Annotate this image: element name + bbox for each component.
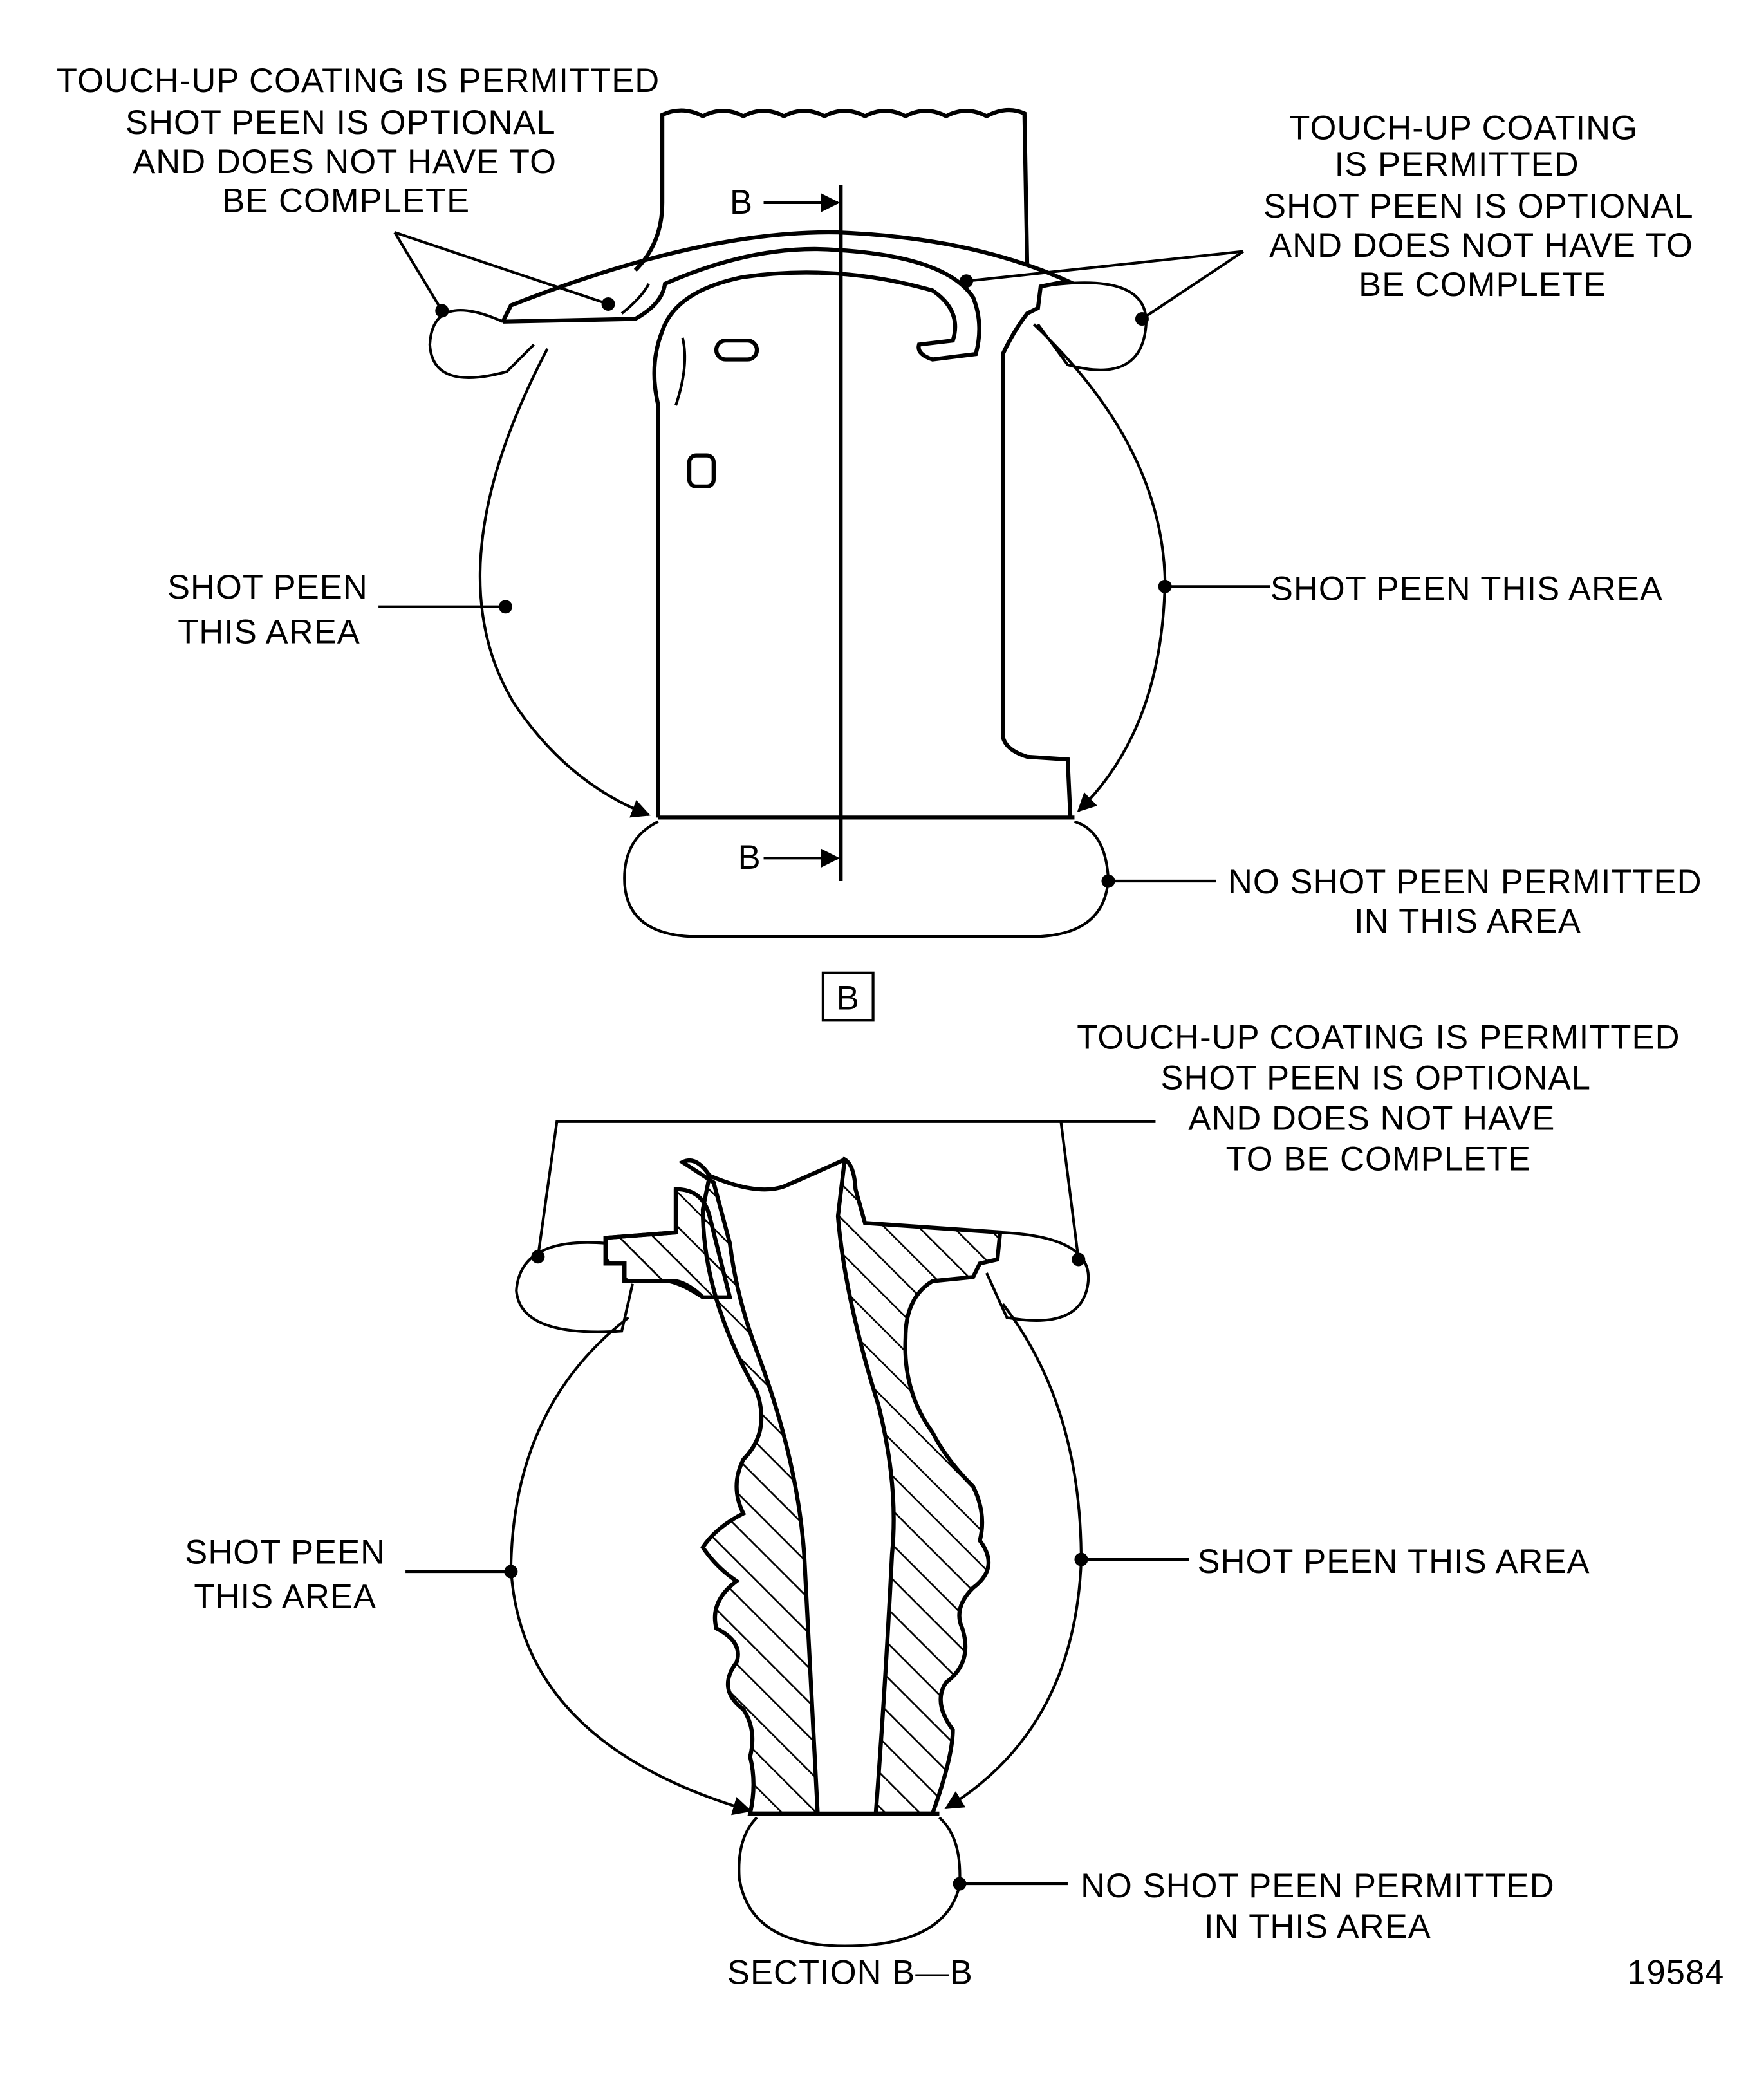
view-b-top-right-note: TOUCH-UP COATING IS PERMITTED SHOT PEEN … [1263, 109, 1694, 304]
right-optional-zone [1037, 281, 1148, 371]
svg-text:IN THIS AREA: IN THIS AREA [1204, 1908, 1431, 1946]
view-b-right-note: SHOT PEEN THIS AREA [1270, 570, 1663, 608]
right-wall-section [835, 1156, 1003, 1816]
svg-text:TOUCH-UP COATING IS PERMITTED: TOUCH-UP COATING IS PERMITTED [57, 62, 660, 100]
section-bb-bottom-note: NO SHOT PEEN PERMITTED IN THIS AREA [1081, 1867, 1555, 1946]
left-optional-zone [515, 1241, 634, 1333]
no-peen-zone [623, 820, 1110, 938]
svg-text:AND DOES NOT HAVE TO: AND DOES NOT HAVE TO [1269, 227, 1693, 265]
svg-text:BE COMPLETE: BE COMPLETE [1359, 266, 1606, 304]
figure-number: 19584 [1627, 1953, 1724, 1991]
right-peen-zone [1033, 323, 1167, 812]
view-label-box [821, 971, 875, 1022]
svg-text:THIS AREA: THIS AREA [194, 1578, 376, 1616]
svg-text:SHOT PEEN IS OPTIONAL: SHOT PEEN IS OPTIONAL [126, 104, 556, 142]
svg-text:NO SHOT PEEN PERMITTED: NO SHOT PEEN PERMITTED [1081, 1867, 1555, 1905]
right-optional-zone [985, 1231, 1090, 1323]
section-marker-top: B [730, 183, 753, 221]
slot-hole [714, 338, 759, 362]
svg-text:TOUCH-UP COATING IS PERMITTED: TOUCH-UP COATING IS PERMITTED [1077, 1018, 1680, 1056]
svg-text:IS PERMITTED: IS PERMITTED [1335, 145, 1579, 183]
svg-text:THIS AREA: THIS AREA [178, 613, 360, 651]
section-bb-right-note: SHOT PEEN THIS AREA [1198, 1543, 1590, 1581]
svg-text:SHOT PEEN: SHOT PEEN [185, 1533, 386, 1571]
left-peen-zone [478, 348, 651, 818]
svg-text:TOUCH-UP COATING: TOUCH-UP COATING [1289, 109, 1638, 147]
section-bb-drawing [405, 1120, 1189, 1947]
svg-text:SHOT PEEN IS OPTIONAL: SHOT PEEN IS OPTIONAL [1160, 1059, 1591, 1097]
svg-text:AND DOES NOT HAVE: AND DOES NOT HAVE [1188, 1099, 1555, 1137]
airfoil-stalk [633, 107, 1030, 272]
svg-text:NO SHOT PEEN PERMITTED: NO SHOT PEEN PERMITTED [1228, 863, 1702, 901]
svg-text:IN THIS AREA: IN THIS AREA [1354, 902, 1581, 940]
platform [501, 230, 1075, 818]
section-bb-top-note: TOUCH-UP COATING IS PERMITTED SHOT PEEN … [1077, 1018, 1680, 1178]
svg-text:AND DOES NOT HAVE TO: AND DOES NOT HAVE TO [133, 143, 557, 181]
view-b-top-left-note: TOUCH-UP COATING IS PERMITTED SHOT PEEN … [57, 62, 660, 220]
section-bb-left-note: SHOT PEEN THIS AREA [185, 1533, 386, 1616]
view-b-bottom-note: NO SHOT PEEN PERMITTED IN THIS AREA [1228, 863, 1702, 940]
svg-text:SHOT PEEN: SHOT PEEN [167, 568, 368, 606]
no-peen-zone [738, 1816, 962, 1947]
round-hole [687, 453, 716, 489]
svg-text:TO BE COMPLETE: TO BE COMPLETE [1226, 1140, 1532, 1178]
svg-text:SHOT PEEN IS OPTIONAL: SHOT PEEN IS OPTIONAL [1263, 187, 1694, 225]
view-b-drawing: B B [378, 107, 1270, 938]
view-b-left-note: SHOT PEEN THIS AREA [167, 568, 368, 651]
section-title: SECTION B—B [727, 1953, 973, 1991]
svg-text:BE COMPLETE: BE COMPLETE [222, 182, 470, 220]
left-optional-zone [428, 309, 535, 379]
section-marker-bottom: B [738, 839, 761, 877]
view-label: B [837, 980, 860, 1017]
